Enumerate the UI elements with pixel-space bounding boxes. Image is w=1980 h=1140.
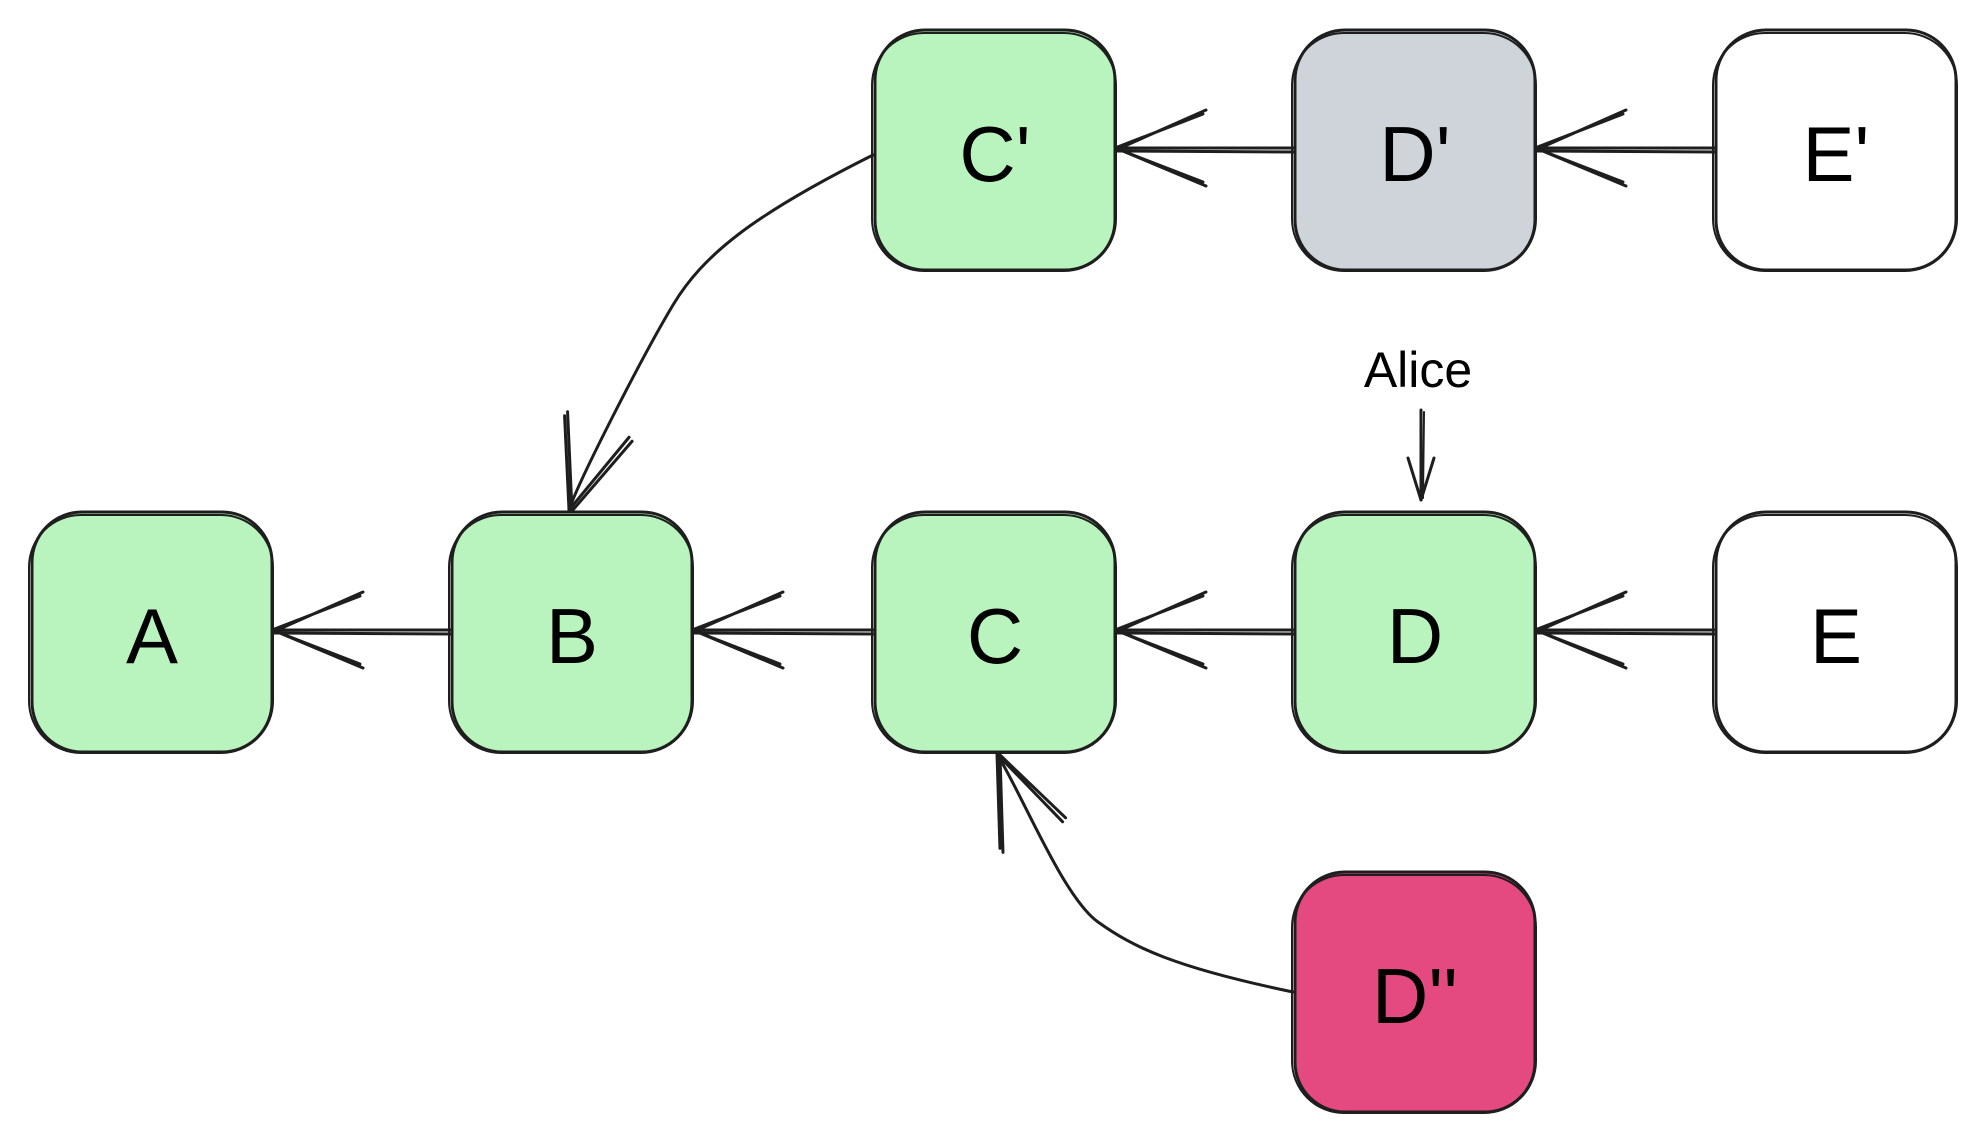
- edge-e-to-d: [1533, 590, 1718, 670]
- arrowhead: [995, 752, 1068, 854]
- commit-box-sketch: [1291, 874, 1537, 1114]
- commit-label: B: [546, 592, 598, 680]
- edge-b-to-a: [270, 590, 454, 670]
- edges-layer: [270, 108, 1718, 994]
- edge-line: [995, 752, 1295, 994]
- commit-node-e: E: [1712, 510, 1958, 754]
- edge-d-to-c: [1113, 590, 1297, 670]
- branch-pointer: Alice: [1364, 342, 1472, 502]
- edge-line: [270, 628, 454, 636]
- nodes-layer: A B C D E C' D' E' D'': [28, 28, 1958, 1114]
- commit-label: D: [1387, 592, 1443, 680]
- commit-label: C: [967, 592, 1023, 680]
- commit-node-ep: E': [1712, 28, 1958, 272]
- commit-node-cp: C': [871, 28, 1117, 272]
- commit-label: E': [1803, 110, 1870, 198]
- commit-label: A: [126, 592, 178, 680]
- commit-node-b: B: [448, 510, 694, 754]
- edge-line: [1113, 628, 1297, 636]
- commit-node-a: A: [28, 510, 274, 754]
- edge-ep-to-dp: [1533, 108, 1718, 188]
- commit-box-sketch: [1291, 514, 1537, 754]
- commit-box-sketch: [871, 514, 1117, 754]
- alice-label: Alice: [1364, 342, 1472, 398]
- edge-line: [690, 628, 877, 636]
- commit-label: D'': [1372, 952, 1458, 1040]
- commit-label: E: [1810, 592, 1862, 680]
- commit-node-c: C: [871, 510, 1117, 754]
- edge-line: [567, 153, 875, 512]
- commit-box-sketch: [1712, 514, 1958, 754]
- edge-dp-to-cp: [1113, 108, 1297, 188]
- commit-node-dp: D': [1291, 28, 1537, 272]
- commit-box-sketch: [871, 32, 1117, 272]
- commit-box-sketch: [448, 514, 694, 754]
- edge-dpp-to-c: [995, 752, 1295, 994]
- commit-node-d: D: [1291, 510, 1537, 754]
- commit-label: D': [1379, 110, 1450, 198]
- edge-cp-to-b: [563, 153, 875, 513]
- commit-box-sketch: [1712, 32, 1958, 272]
- alice-pointer-arrowhead: [1406, 456, 1436, 502]
- commit-box-sketch: [1291, 32, 1537, 272]
- commit-label: C': [959, 110, 1030, 198]
- alice-pointer-line-sketch: [1422, 411, 1425, 499]
- edge-line: [1113, 146, 1297, 154]
- commit-box-sketch: [28, 514, 274, 754]
- edge-line: [1533, 146, 1718, 154]
- edge-c-to-b: [690, 590, 877, 670]
- edge-line: [1533, 628, 1718, 636]
- commit-node-dpp: D'': [1291, 870, 1537, 1114]
